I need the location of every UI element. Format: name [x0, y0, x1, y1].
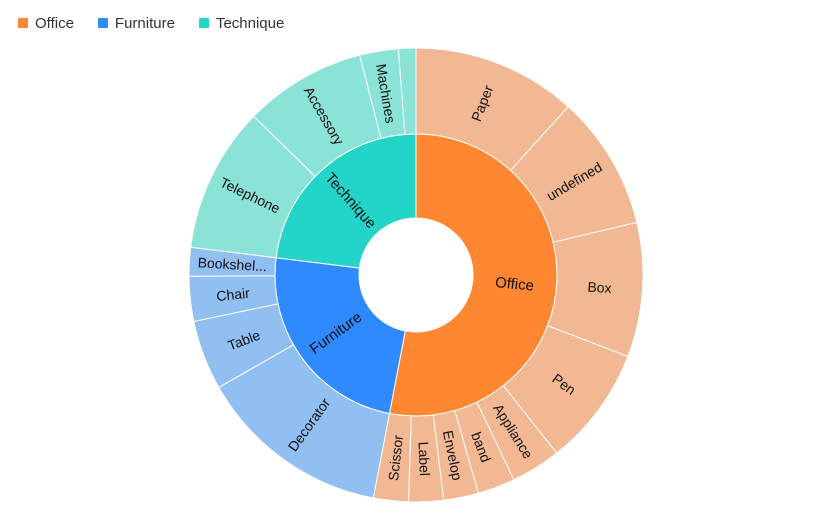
legend-item-office[interactable]: Office: [18, 15, 74, 32]
legend-label: Furniture: [114, 14, 175, 32]
outer-ring: [188, 47, 644, 503]
outer-label-chair: Chair: [216, 285, 251, 304]
outer-label-bookshel: Bookshel...: [197, 254, 267, 274]
outer-segment-technique-3[interactable]: [397, 47, 417, 135]
chart-legend: Office Furniture Technique: [18, 12, 308, 34]
legend-swatch: [18, 18, 28, 28]
legend-label: Office: [35, 14, 74, 32]
outer-label-label: Label: [415, 441, 433, 476]
legend-swatch: [198, 18, 209, 28]
legend-item-furniture[interactable]: Furniture: [97, 14, 175, 32]
outer-label-box: Box: [587, 279, 612, 297]
legend-swatch: [97, 18, 108, 28]
inner-ring: [274, 133, 558, 417]
legend-label: Technique: [215, 14, 285, 32]
legend-item-technique[interactable]: Technique: [198, 14, 285, 32]
outer-label-scissor: Scissor: [385, 434, 406, 482]
inner-label-office: Office: [494, 274, 534, 295]
